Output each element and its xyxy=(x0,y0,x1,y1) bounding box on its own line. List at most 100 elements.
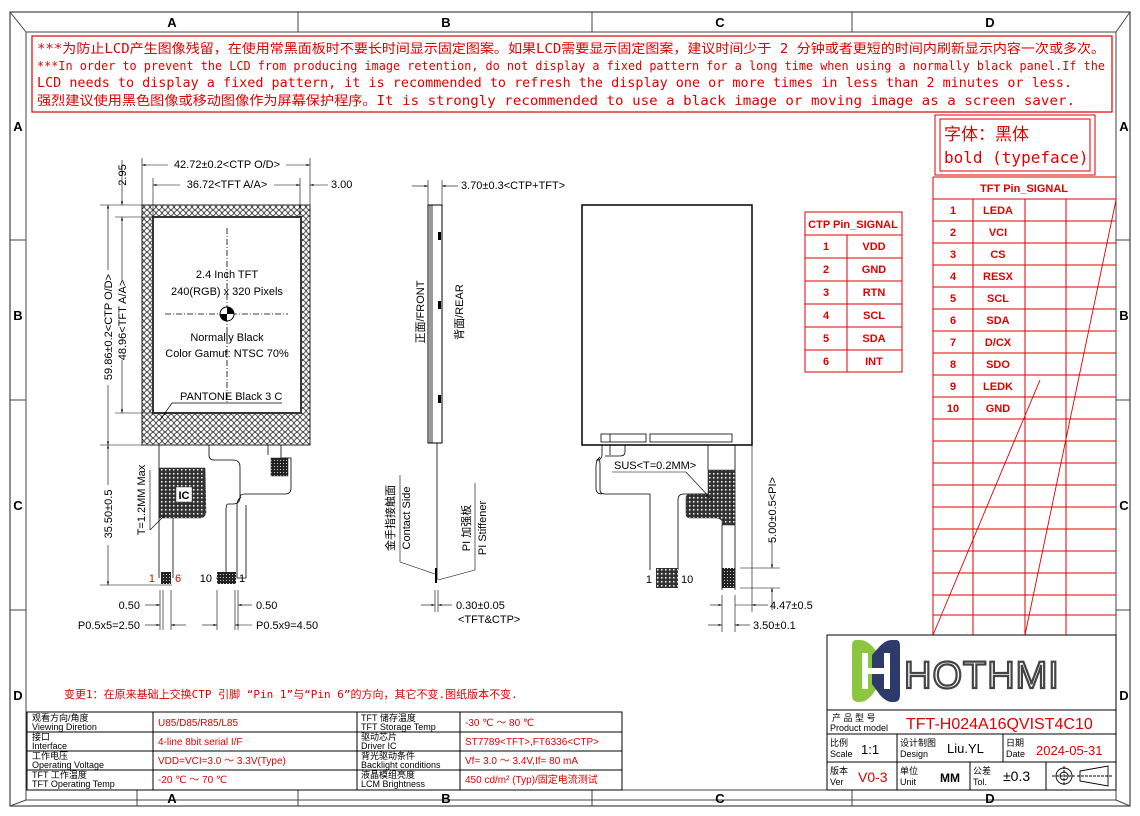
col-label-c-top: C xyxy=(715,15,725,30)
dim-right-margin: 3.00 xyxy=(331,179,352,191)
dim-pi-length: 5.00±0.5<PI> xyxy=(767,477,779,543)
rear-fingers xyxy=(656,568,678,588)
spec-viewing-label-cn: 观看方向/角度 xyxy=(32,712,89,723)
ctp-signal-2: GND xyxy=(862,264,887,276)
front-label-mode: Normally Black xyxy=(190,332,264,344)
side-view: 3.70±0.3<CTP+TFT> 正面/FRONT 背面/REAR 金手指接触… xyxy=(383,180,565,626)
scale-label-cn: 比例 xyxy=(830,737,848,748)
rear-pin-last: 10 xyxy=(681,574,693,586)
spec-backlight-label-cn: 背光驱动条件 xyxy=(361,750,415,761)
ctp-pin-first: 1 xyxy=(149,573,155,585)
row-label-a-left: A xyxy=(13,119,23,134)
logo-mark-icon xyxy=(852,640,900,702)
front-label-size: 2.4 Inch TFT xyxy=(196,269,258,281)
tft-signal-5: SCL xyxy=(987,293,1009,305)
connector-pads xyxy=(270,457,289,477)
ver-label-cn: 版本 xyxy=(830,765,848,776)
dim-top-margin: 2.95 xyxy=(117,164,129,185)
tft-pin-5: 5 xyxy=(950,293,956,305)
unit-label-cn: 单位 xyxy=(900,765,918,776)
label-sus: SUS<T=0.2MM> xyxy=(614,460,696,472)
tft-signal-3: CS xyxy=(990,249,1005,261)
front-label-pantone: PANTONE Black 3 C xyxy=(180,391,282,403)
tft-pin-table-text: TFT Pin_SIGNAL 1 LEDA 2 VCI 3 CS 4 RESX … xyxy=(947,183,1068,415)
product-model-label-en: Product model xyxy=(830,723,888,733)
dim-tft-pitch: P0.5x9=4.50 xyxy=(256,620,318,632)
frame-row-labels: A B C D A B C D xyxy=(13,119,1129,703)
warning-note: ***为防止LCD产生图像残留，在使用常黑面板时不要长时间显示固定图案。如果LC… xyxy=(31,35,1113,113)
dim-tft-pitch-width: 0.50 xyxy=(256,600,277,612)
label-thickness: T=1.2MM Max xyxy=(136,464,148,535)
product-model-value: TFT-H024A16QVIST4C10 xyxy=(906,716,1093,733)
tft-signal-7: D/CX xyxy=(985,337,1012,349)
tol-label-cn: 公差 xyxy=(973,765,991,776)
title-block xyxy=(826,634,1117,791)
typeface-note: 字体：黑体 bold (typeface) xyxy=(934,114,1096,176)
ctp-signal-6: INT xyxy=(865,356,883,368)
dim-fpc-length: 35.50±0.5 xyxy=(103,490,115,539)
hothmi-logo: HOTHMI xyxy=(852,640,1060,702)
tft-pin-9: 9 xyxy=(950,381,956,393)
row-label-d-left: D xyxy=(13,688,22,703)
tft-pin-1: 1 xyxy=(950,205,956,217)
dim-fpc-thickness-note: <TFT&CTP> xyxy=(458,614,520,626)
ctp-fingers xyxy=(161,572,171,584)
tft-signal-1: LEDA xyxy=(983,205,1013,217)
col-label-b-top: B xyxy=(441,15,450,30)
spec-brightness-value: 450 cd/m² (Typ)/固定电流测试 xyxy=(465,773,598,786)
tft-pin-4: 4 xyxy=(950,271,957,283)
spec-viewing-value: U85/D85/R85/L85 xyxy=(158,718,238,729)
tft-pin-10: 10 xyxy=(947,403,959,415)
ctp-pin-6: 6 xyxy=(823,356,829,368)
date-value: 2024-05-31 xyxy=(1036,743,1103,758)
spec-interface-label-cn: 接口 xyxy=(32,731,50,742)
label-stiffener-cn: PI 加强板 xyxy=(459,505,473,551)
tft-pin-7: 7 xyxy=(950,337,956,349)
scale-label-en: Scale xyxy=(830,749,853,759)
date-label-en: Date xyxy=(1006,749,1025,759)
label-front: 正面/FRONT xyxy=(415,280,427,343)
spec-voltage-value: VDD=VCI=3.0 ～ 3.3V(Type) xyxy=(158,756,286,767)
dim-stiffener-width: 4.47±0.5 xyxy=(770,600,813,612)
col-label-d-top: D xyxy=(985,15,994,30)
ctp-signal-3: RTN xyxy=(863,287,886,299)
row-label-a-right: A xyxy=(1119,119,1129,134)
design-label-en: Design xyxy=(900,749,928,759)
row-label-c-right: C xyxy=(1119,498,1129,513)
tft-fingers xyxy=(217,572,236,584)
dim-ctp-pitch: P0.5x5=2.50 xyxy=(78,620,140,632)
warning-line-2: ***In order to prevent the LCD from prod… xyxy=(37,59,1105,73)
tft-table-title: TFT Pin_SIGNAL xyxy=(980,183,1068,195)
ctp-pin-2: 2 xyxy=(823,264,829,276)
unit-label-en: Unit xyxy=(900,777,917,787)
dim-fpc-thickness: 0.30±0.05 xyxy=(456,600,505,612)
tolerance-value: ±0.3 xyxy=(1003,768,1030,784)
rear-pin-first: 1 xyxy=(646,574,652,586)
ctp-pin-1: 1 xyxy=(823,241,829,253)
spec-driver-label-cn: 驱动芯片 xyxy=(361,731,397,742)
spec-driver-value: ST7789<TFT>,FT6336<CTP> xyxy=(465,737,599,748)
title-block-text: 产 品 型 号 Product model TFT-H024A16QVIST4C… xyxy=(830,712,1112,787)
tft-pin-table xyxy=(932,176,1117,636)
tft-signal-4: RESX xyxy=(983,271,1014,283)
spec-interface-value: 4-line 8bit serial I/F xyxy=(158,737,242,748)
product-model-label-cn: 产 品 型 号 xyxy=(832,712,876,723)
tft-pin-8: 8 xyxy=(950,359,956,371)
spec-interface-label-en: Interface xyxy=(32,741,67,751)
spec-storage-label-cn: TFT 储存温度 xyxy=(361,712,416,723)
tft-pin-3: 3 xyxy=(950,249,956,261)
row-label-c-left: C xyxy=(13,498,23,513)
ctp-pin-4: 4 xyxy=(823,310,830,322)
label-contact-cn: 金手指接触面 xyxy=(383,485,397,551)
ctp-pin-3: 3 xyxy=(823,287,829,299)
spec-op-temp-label-cn: TFT 工作温度 xyxy=(32,769,87,780)
ctp-pin-table xyxy=(804,211,903,373)
dim-ctp-width: 42.72±0.2<CTP O/D> xyxy=(174,159,280,171)
dim-fpc-width: 3.50±0.1 xyxy=(753,620,796,632)
label-rear: 背面/REAR xyxy=(452,284,466,340)
ver-label-en: Ver xyxy=(830,777,844,787)
typeface-line-2: bold (typeface) xyxy=(944,148,1089,167)
warning-line-1: ***为防止LCD产生图像残留，在使用常黑面板时不要长时间显示固定图案。如果LC… xyxy=(37,40,1105,57)
row-label-b-left: B xyxy=(13,308,22,323)
